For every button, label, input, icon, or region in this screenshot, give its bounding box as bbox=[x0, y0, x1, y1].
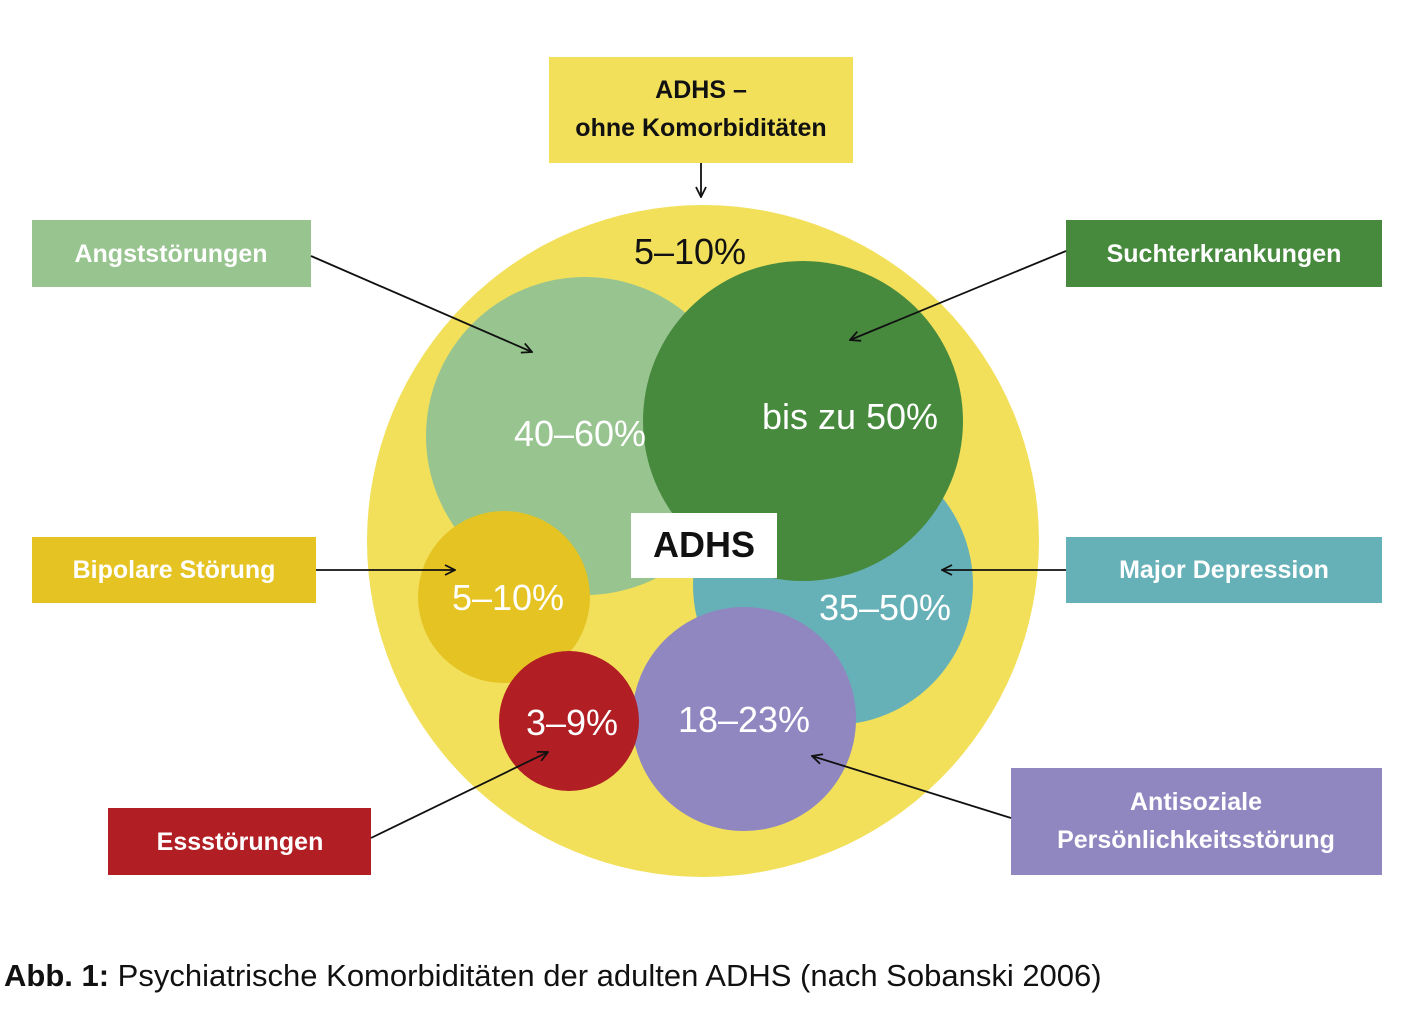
bipolar-circle bbox=[418, 511, 590, 683]
anxiety-percent: 40–60% bbox=[514, 413, 646, 454]
eating-box bbox=[108, 808, 371, 875]
depression-label: Major Depression bbox=[1119, 556, 1329, 584]
bipolar-box bbox=[32, 537, 316, 603]
antisocial-arrow bbox=[812, 756, 1012, 819]
addiction-box bbox=[1066, 220, 1382, 287]
addiction-arrow bbox=[850, 250, 1067, 340]
antisocial-label-line1: Antisoziale bbox=[1130, 788, 1262, 816]
no-comorbidity-line2: ohne Komorbiditäten bbox=[575, 114, 826, 142]
depression-box bbox=[1066, 537, 1382, 603]
addiction-circle bbox=[643, 261, 963, 581]
figure-caption: Abb. 1: Psychiatrische Komorbiditäten de… bbox=[4, 958, 1102, 994]
caption-text: Psychiatrische Komorbiditäten der adulte… bbox=[109, 958, 1102, 993]
bipolar-percent: 5–10% bbox=[452, 577, 564, 618]
addiction-label: Suchterkrankungen bbox=[1107, 240, 1342, 268]
antisocial-circle bbox=[632, 607, 856, 831]
center-label: ADHS bbox=[653, 524, 755, 565]
center-label-box bbox=[631, 513, 777, 578]
antisocial-percent: 18–23% bbox=[678, 699, 810, 740]
eating-percent: 3–9% bbox=[526, 702, 618, 743]
outer-percent-label: 5–10% bbox=[634, 231, 746, 272]
no-comorbidity-box bbox=[549, 57, 853, 163]
bipolar-label: Bipolare Störung bbox=[73, 556, 276, 584]
antisocial-box bbox=[1011, 768, 1382, 875]
anxiety-arrow bbox=[310, 255, 532, 352]
eating-circle bbox=[499, 651, 639, 791]
anxiety-label: Angststörungen bbox=[74, 240, 267, 268]
addiction-percent: bis zu 50% bbox=[762, 396, 938, 437]
depression-percent: 35–50% bbox=[819, 587, 951, 628]
caption-prefix: Abb. 1: bbox=[4, 958, 110, 993]
no-comorbidity-line1: ADHS – bbox=[655, 76, 747, 104]
eating-label: Essstörungen bbox=[157, 828, 324, 856]
anxiety-box bbox=[32, 220, 311, 287]
antisocial-label-line2: Persönlichkeitsstörung bbox=[1057, 826, 1335, 854]
eating-arrow bbox=[370, 752, 548, 839]
